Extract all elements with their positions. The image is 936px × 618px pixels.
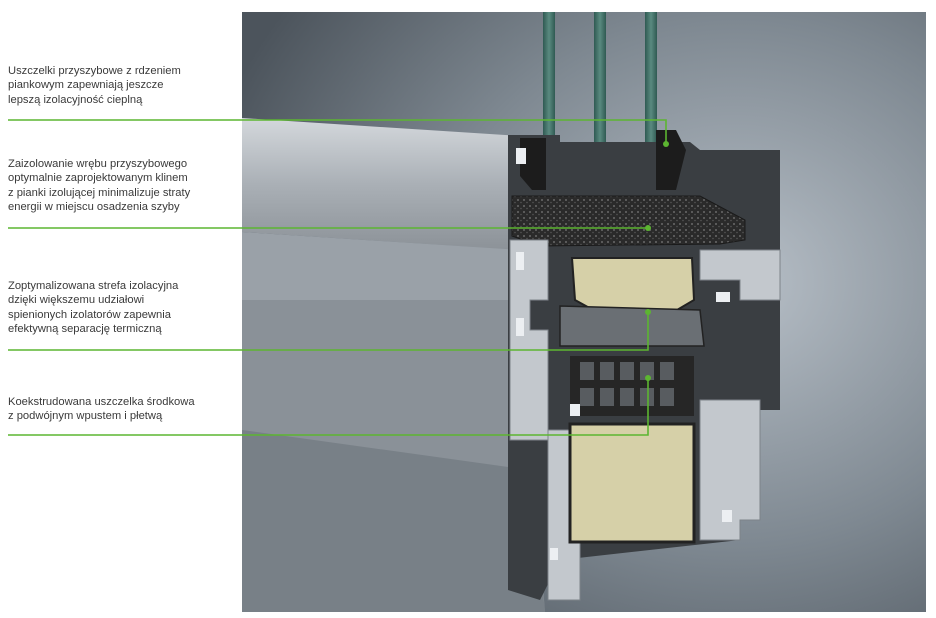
frame-extrusion-shade [242,430,545,612]
callout-glazing-seals: Uszczelki przyszybowe z rdzeniem piankow… [8,64,243,107]
callout-line: Uszczelki przyszybowe z rdzeniem [8,65,181,77]
leader-line-1 [8,119,667,144]
callout-line: efektywną separację termiczną [8,323,162,336]
profile-slots [516,148,732,560]
callout-insulation-zone: Zoptymalizowana strefa izolacyjna dzięki… [8,279,243,337]
leader-dot-3 [645,309,651,315]
aluminium-chamber-upper [509,239,549,441]
callout-line: optymalnie zaprojektowanym klinem [8,172,188,185]
rebate-foam-wedge [511,195,746,247]
frame-extrusion-middle [242,232,520,300]
callout-line: dzięki większemu udziałowi [8,294,145,307]
leader-dot-4 [645,375,651,381]
callout-line: Zoptymalizowana strefa izolacyjna [8,280,179,292]
thermal-break-strip [559,305,705,347]
callout-line: z pianki izolującej minimalizuje straty [8,186,191,199]
callout-line: lepszą izolacyjność cieplną [8,93,143,106]
glazing-seal-outer [520,138,546,190]
callout-line: Koekstrudowana uszczelka środkowa [8,396,195,408]
callout-line: piankowym zapewniają jeszcze [8,79,164,92]
callout-rebate-insulation: Zaizolowanie wrębu przyszybowego optymal… [8,157,243,215]
centre-gasket-cells [580,362,674,406]
leader-dot-1 [663,141,669,147]
callout-line: z podwójnym wpustem i płetwą [8,410,163,423]
callout-centre-gasket: Koekstrudowana uszczelka środkowa z podw… [8,395,243,424]
callout-line: energii w miejscu osadzenia szyby [8,201,180,214]
callout-line: spienionych izolatorów zapewnia [8,308,171,321]
callout-line: Zaizolowanie wrębu przyszybowego [8,158,188,170]
frame-extrusion-top [242,118,520,250]
leader-line-4 [8,378,649,436]
aluminium-chamber-lower-right [699,399,761,541]
aluminium-chamber-right [699,249,781,301]
leader-line-3 [8,312,649,351]
leader-dot-2 [645,225,651,231]
insulation-zone-lower [568,422,696,544]
